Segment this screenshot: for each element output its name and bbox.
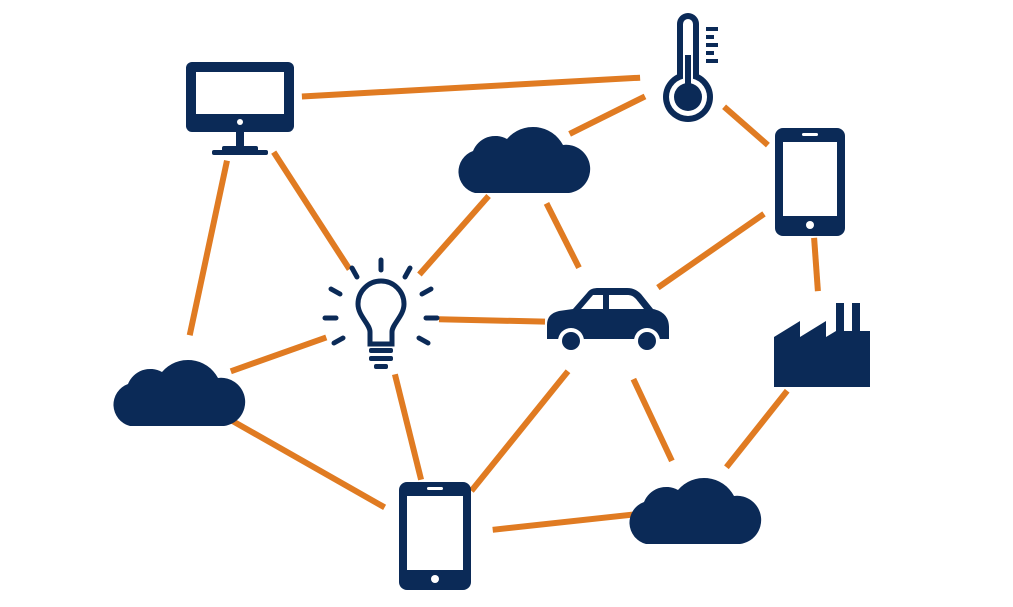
thermometer-icon <box>663 13 718 122</box>
cloud-icon <box>629 477 762 544</box>
link-cloud-left-tablet-bottom <box>225 415 387 511</box>
link-car-cloud-bottom-right <box>630 377 675 463</box>
link-monitor-cloud-left <box>186 159 230 336</box>
link-tablet-right-car <box>656 211 766 291</box>
desktop-monitor-icon <box>186 62 294 155</box>
link-monitor-lightbulb <box>271 150 353 271</box>
device-nodes <box>113 13 870 590</box>
connection-lines <box>186 74 821 533</box>
lightbulb-icon <box>322 257 440 369</box>
link-tablet-bottom-cloud-bottom-right <box>492 510 643 533</box>
link-thermometer-tablet-right <box>722 104 770 148</box>
cloud-icon <box>113 359 246 426</box>
link-lightbulb-tablet-bottom <box>391 373 425 481</box>
link-lightbulb-car <box>438 316 546 325</box>
link-monitor-thermometer <box>301 74 641 100</box>
factory-icon <box>774 303 870 387</box>
light-rays <box>322 257 440 346</box>
cloud-icon <box>458 126 591 193</box>
link-cloud-center-lightbulb <box>417 194 491 277</box>
link-lightbulb-cloud-left <box>229 334 328 375</box>
link-cloud-center-car <box>543 202 582 270</box>
link-thermometer-cloud-center <box>568 93 647 137</box>
link-factory-cloud-bottom-right <box>724 388 790 470</box>
tablet-icon <box>775 128 845 236</box>
car-icon <box>547 288 669 354</box>
tablet-icon <box>399 482 471 590</box>
link-car-tablet-bottom <box>469 369 571 493</box>
link-tablet-right-factory <box>811 237 821 292</box>
